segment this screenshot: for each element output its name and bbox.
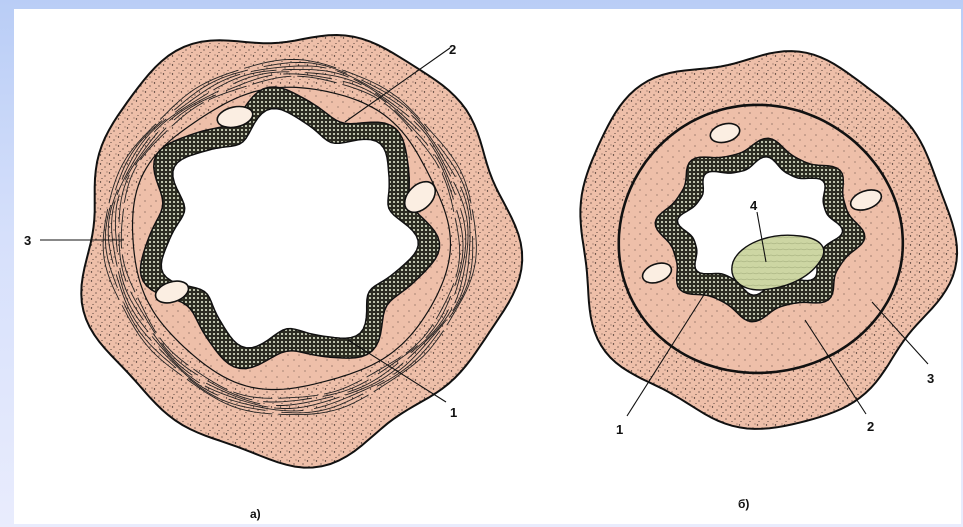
label-2: 2	[867, 419, 874, 434]
label-1: 1	[616, 422, 623, 437]
caption-a: а)	[250, 507, 261, 521]
label-2: 2	[449, 42, 456, 57]
label-4: 4	[750, 198, 758, 213]
label-3: 3	[927, 371, 934, 386]
label-1: 1	[450, 405, 457, 420]
caption-b: б)	[738, 497, 749, 511]
label-3: 3	[24, 233, 31, 248]
diagram-b: 4 1 2 3 б)	[580, 51, 957, 511]
diagram-a: 2 3 1 а)	[24, 35, 522, 521]
